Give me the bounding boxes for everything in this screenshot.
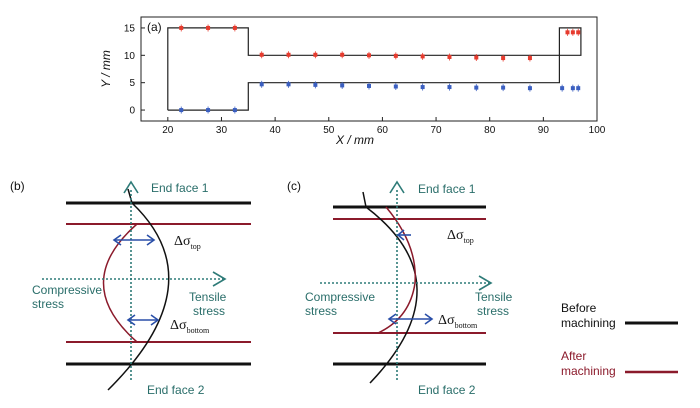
data-point-blue [367, 83, 371, 88]
x-ticks: 20 30 40 50 60 70 80 90 100 [162, 117, 606, 136]
data-point-blue [393, 84, 398, 89]
data-point-blue [527, 86, 532, 91]
panel-b-label: (b) [10, 179, 25, 193]
data-point-blue [259, 82, 264, 87]
before-stress-curve [107, 188, 170, 391]
delta-sigma-top-label: Δσtop [174, 234, 201, 251]
data-point-red [527, 56, 532, 61]
horizontal-axis-arrow [212, 271, 227, 287]
panel-b: (b) End face 1 End face 2 Δσtop Δσbottom… [10, 179, 251, 397]
data-point-blue [447, 85, 452, 90]
after-stress-curve [102, 223, 138, 343]
data-point-blue [501, 85, 506, 90]
data-point-blue [232, 108, 237, 113]
data-point-red [420, 54, 425, 59]
data-point-blue [420, 85, 425, 90]
y-tick-label: 10 [124, 51, 136, 62]
delta-sigma-bottom-label: Δσbottom [170, 318, 210, 335]
end-face-1-label: End face 1 [151, 181, 209, 195]
delta-sigma-bottom-label: Δσbottom [438, 313, 478, 330]
end-face-1-label: End face 1 [418, 182, 476, 196]
data-point-red [259, 52, 264, 57]
x-tick-label: 90 [538, 125, 550, 136]
x-tick-label: 50 [323, 125, 335, 136]
x-tick-label: 30 [216, 125, 228, 136]
data-points [179, 24, 581, 114]
data-point-red [570, 30, 575, 35]
x-tick-label: 40 [270, 125, 282, 136]
data-point-blue [286, 82, 291, 87]
end-face-2-label: End face 2 [147, 383, 205, 397]
data-point-red [576, 30, 581, 35]
y-ticks: 0 5 10 15 [124, 23, 145, 117]
data-point-blue [179, 108, 184, 113]
delta-top-arrow [396, 229, 411, 241]
plot-frame [140, 16, 598, 122]
data-point-blue [474, 85, 479, 90]
end-face-2-label: End face 2 [418, 383, 476, 397]
x-tick-label: 100 [589, 125, 606, 136]
x-tick-label: 20 [162, 125, 174, 136]
x-tick-label: 60 [377, 125, 389, 136]
vertical-axis-arrow [389, 180, 405, 194]
data-point-red [501, 56, 506, 61]
data-point-blue [340, 83, 345, 88]
x-tick-label: 80 [484, 125, 496, 136]
y-tick-label: 15 [124, 23, 136, 34]
data-point-red [393, 53, 398, 58]
data-point-red [313, 52, 318, 57]
data-point-red [367, 53, 371, 58]
data-point-red [232, 25, 237, 30]
after-stress-curve [377, 206, 416, 334]
before-stress-curve [362, 191, 418, 384]
data-point-red [206, 25, 211, 30]
x-axis-label: X / mm [335, 133, 374, 147]
y-tick-label: 5 [129, 78, 135, 89]
delta-sigma-top-label: Δσtop [447, 228, 474, 245]
delta-top-arrow [112, 234, 156, 246]
data-point-red [286, 52, 291, 57]
horizontal-axis-arrow [478, 275, 493, 291]
data-point-red [447, 54, 452, 59]
data-point-blue [560, 86, 565, 91]
data-point-blue [206, 108, 211, 113]
data-point-blue [576, 86, 581, 91]
panel-a-label: (a) [147, 20, 162, 34]
data-point-red [565, 30, 570, 35]
vertical-axis-arrow [123, 180, 139, 194]
panel-c-label: (c) [287, 179, 301, 193]
data-point-red [340, 52, 345, 57]
data-point-blue [570, 86, 575, 91]
y-tick-label: 0 [129, 106, 135, 117]
panel-c: (c) End face 1 End face 2 Δσtop Δσbottom… [287, 179, 513, 397]
data-point-blue [313, 82, 318, 87]
delta-bottom-arrow [126, 314, 160, 326]
data-point-red [179, 25, 184, 30]
part-outline [167, 27, 582, 111]
x-tick-label: 70 [430, 125, 442, 136]
data-point-red [474, 55, 479, 60]
delta-bottom-arrow [387, 313, 434, 325]
y-axis-label: Y / mm [99, 50, 113, 88]
panel-a: (a) 20 30 40 50 60 70 80 90 100 0 5 10 15 X / mm Y … [99, 16, 606, 147]
